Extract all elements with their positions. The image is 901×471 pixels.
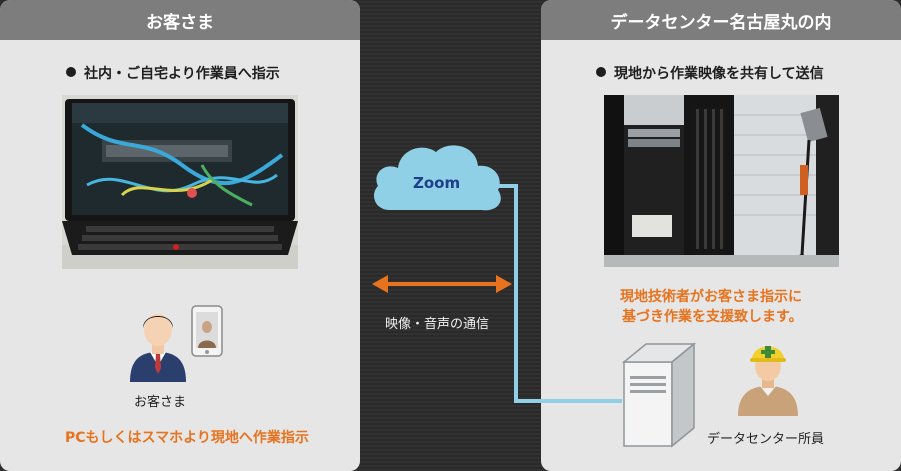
smartphone-icon — [191, 305, 223, 357]
instruction-line-1: 現地技術者がお客さま指示に — [620, 289, 802, 305]
datacenter-bullet: 現地から作業映像を共有して送信 — [596, 63, 824, 83]
laptop-photo — [62, 95, 298, 269]
zoom-label: Zoom — [413, 174, 461, 192]
instruction-line-2: 基づき作業を支援致します。 — [622, 309, 803, 325]
worker-label: データセンター所員 — [707, 432, 825, 447]
customer-bullet-text: 社内・ご自宅より作業員へ指示 — [84, 66, 280, 82]
customer-footer: PCもしくはスマホより現地へ作業指示 — [65, 430, 309, 446]
datacenter-panel: データセンター名古屋丸の内 現地から作業映像を共有して送信 — [541, 0, 901, 471]
zoom-cloud-icon — [374, 145, 501, 211]
bullet-dot-icon — [596, 67, 606, 77]
datacenter-panel-title: データセンター名古屋丸の内 — [541, 0, 901, 40]
bullet-dot-icon — [66, 67, 76, 77]
bidirectional-arrow-icon — [372, 275, 512, 293]
customer-panel-title: お客さま — [0, 0, 360, 40]
server-tower-icon — [621, 342, 697, 448]
datacenter-worker-icon — [738, 346, 798, 416]
customer-label: お客さま — [134, 395, 187, 410]
customer-panel: お客さま 社内・ご自宅より作業員へ指示 — [0, 0, 360, 471]
customer-person-icon — [130, 314, 186, 382]
communication-label: 映像・音声の通信 — [385, 317, 490, 332]
datacenter-photo — [604, 95, 839, 267]
datacenter-bullet-text: 現地から作業映像を共有して送信 — [614, 66, 824, 82]
customer-bullet: 社内・ご自宅より作業員へ指示 — [66, 63, 280, 83]
